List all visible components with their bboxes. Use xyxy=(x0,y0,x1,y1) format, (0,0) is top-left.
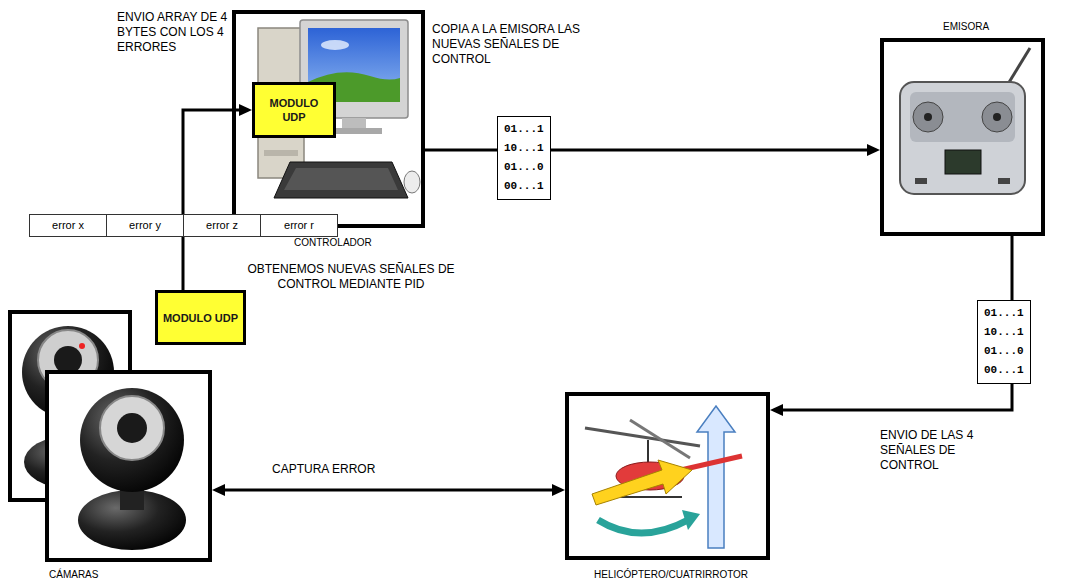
connector xyxy=(425,144,880,156)
arrow-head xyxy=(212,484,225,496)
camera-box: CÁMARAS xyxy=(45,370,212,562)
array-cell: error r xyxy=(260,214,338,237)
bit-pattern: 10...1 xyxy=(984,323,1024,342)
bit-pattern: 01...1 xyxy=(504,120,544,139)
edge-label: COPIA A LA EMISORA LAS NUEVAS SEÑALES DE… xyxy=(432,22,592,67)
helicopter-box: HELICÓPTERO/CUATRIRROTOR xyxy=(565,392,770,560)
bit-pattern: 00...1 xyxy=(504,177,544,196)
error-array: error xerror yerror zerror r xyxy=(30,214,338,237)
helicopter-picture xyxy=(585,406,742,548)
box-caption: CÁMARAS xyxy=(49,568,98,581)
edge-label: CAPTURA ERROR xyxy=(272,462,412,477)
module-label: MODULO UDP xyxy=(159,311,242,325)
bit-pattern: 01...0 xyxy=(504,158,544,177)
box-caption: HELICÓPTERO/CUATRIRROTOR xyxy=(594,568,748,581)
edge-label: ENVIO DE LAS 4 SEÑALES DE CONTROL xyxy=(880,428,980,473)
box-caption: EMISORA xyxy=(943,20,989,33)
module-label: MODULO UDP xyxy=(255,96,333,124)
arrow-head xyxy=(239,104,252,116)
box-caption: CONTROLADOR xyxy=(294,236,372,249)
bit-pattern: 01...1 xyxy=(984,304,1024,323)
camera-picture xyxy=(10,312,210,560)
array-cell: error x xyxy=(29,214,107,237)
bit-pattern-box: 01...110...101...000...1 xyxy=(497,116,551,200)
connector-line xyxy=(425,149,870,152)
transmitter-picture xyxy=(900,48,1030,194)
bit-pattern: 00...1 xyxy=(984,361,1024,380)
connector-line xyxy=(222,489,555,492)
array-cell: error y xyxy=(106,214,184,237)
connector xyxy=(212,484,565,496)
bit-pattern-box: 01...110...101...000...1 xyxy=(977,300,1031,384)
bit-pattern: 10...1 xyxy=(504,139,544,158)
edge-label: ENVIO ARRAY DE 4 BYTES CON LOS 4 ERRORES xyxy=(117,10,242,55)
array-cell: error z xyxy=(183,214,261,237)
bit-pattern: 01...0 xyxy=(984,342,1024,361)
connector xyxy=(183,104,252,290)
arrow-head xyxy=(867,144,880,156)
arrow-head xyxy=(552,484,565,496)
connector xyxy=(770,236,1012,416)
udp-module-box: MODULO UDP xyxy=(252,82,336,138)
transmitter-box: EMISORA xyxy=(880,38,1045,236)
note-text: OBTENEMOS NUEVAS SEÑALES DE CONTROL MEDI… xyxy=(246,262,456,292)
arrow-head xyxy=(770,404,783,416)
udp-module-box: MODULO UDP xyxy=(155,290,246,345)
